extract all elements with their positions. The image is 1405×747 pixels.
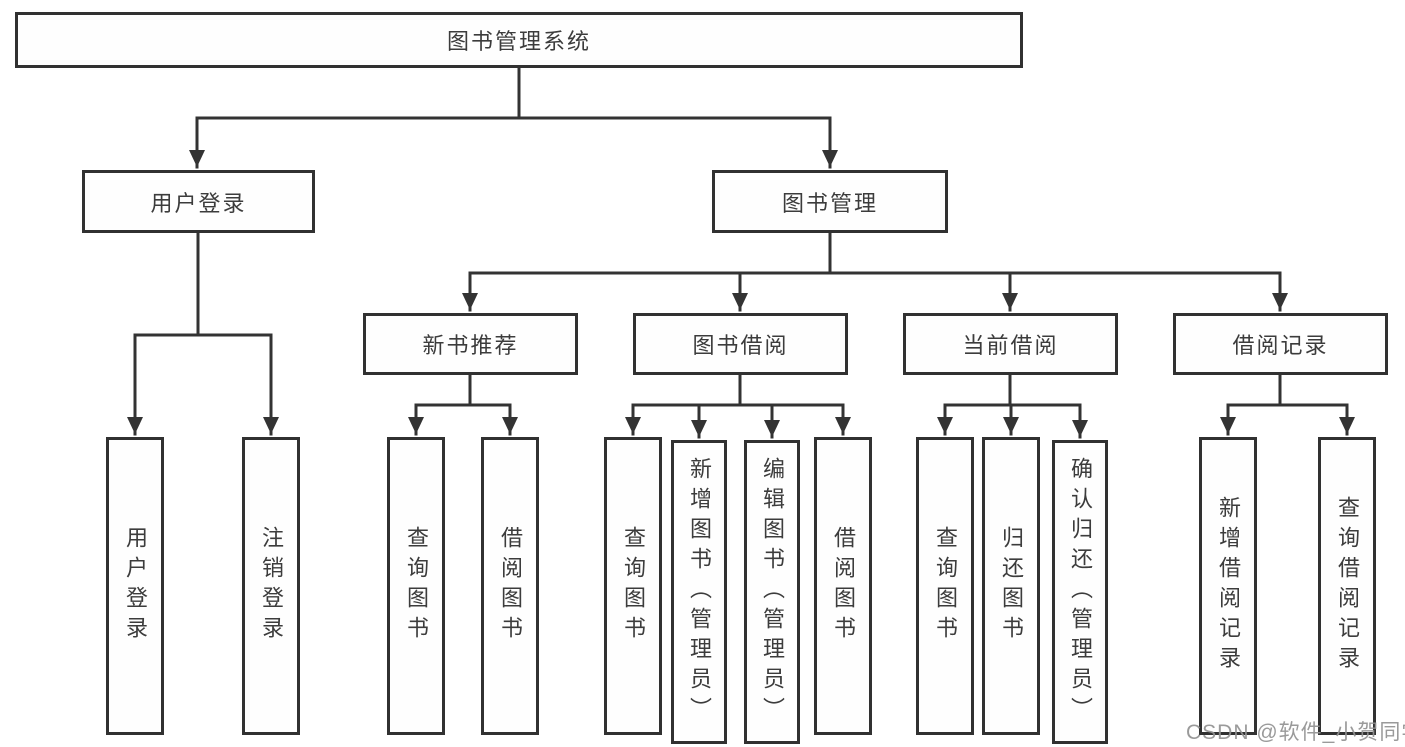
leaf-bw-add-book-admin-label: 新增图书（管理员）	[687, 457, 712, 727]
leaf-rec-add-record: 新增借阅记录	[1199, 437, 1257, 735]
leaf-cur-query-book-label: 查询图书	[933, 526, 958, 646]
csdn-watermark: CSDN @软件_小贺同学	[1186, 721, 1405, 744]
leaf-bw-add-book-admin: 新增图书（管理员）	[671, 440, 727, 744]
node-borrow-records: 借阅记录	[1173, 313, 1388, 375]
leaf-rec-add-record-label: 新增借阅记录	[1216, 496, 1241, 676]
node-current-borrow-label: 当前借阅	[962, 333, 1059, 358]
node-book-management-label: 图书管理	[781, 190, 878, 216]
leaf-logout: 注销登录	[242, 437, 300, 735]
leaf-nb-query-book: 查询图书	[387, 437, 445, 735]
leaf-rec-query-record-label: 查询借阅记录	[1335, 496, 1360, 676]
leaf-cur-return-book-label: 归还图书	[999, 526, 1024, 646]
node-book-borrow: 图书借阅	[633, 313, 848, 375]
leaf-cur-confirm-return-admin: 确认归还（管理员）	[1052, 440, 1108, 744]
node-borrow-records-label: 借阅记录	[1232, 333, 1329, 358]
leaf-user-login: 用户登录	[106, 437, 164, 735]
leaf-user-login-label: 用户登录	[123, 526, 148, 646]
node-user-login-label: 用户登录	[150, 190, 247, 216]
leaf-bw-query-book: 查询图书	[604, 437, 662, 735]
node-current-borrow: 当前借阅	[903, 313, 1118, 375]
leaf-cur-return-book: 归还图书	[982, 437, 1040, 735]
leaf-bw-borrow-book-label: 借阅图书	[831, 526, 856, 646]
node-book-management: 图书管理	[712, 170, 948, 233]
node-book-borrow-label: 图书借阅	[692, 333, 789, 358]
leaf-bw-query-book-label: 查询图书	[621, 526, 646, 646]
leaf-logout-label: 注销登录	[259, 526, 284, 646]
leaf-cur-confirm-return-admin-label: 确认归还（管理员）	[1068, 457, 1093, 727]
leaf-nb-borrow-book-label: 借阅图书	[498, 526, 523, 646]
leaf-rec-query-record: 查询借阅记录	[1318, 437, 1376, 735]
leaf-bw-edit-book-admin-label: 编辑图书（管理员）	[760, 457, 785, 727]
node-new-book-recommend: 新书推荐	[363, 313, 578, 375]
node-root: 图书管理系统	[15, 12, 1023, 68]
node-new-book-recommend-label: 新书推荐	[422, 333, 519, 358]
node-root-label: 图书管理系统	[446, 29, 591, 54]
node-user-login: 用户登录	[82, 170, 315, 233]
leaf-bw-edit-book-admin: 编辑图书（管理员）	[744, 440, 800, 744]
leaf-cur-query-book: 查询图书	[916, 437, 974, 735]
leaf-bw-borrow-book: 借阅图书	[814, 437, 872, 735]
leaf-nb-query-book-label: 查询图书	[404, 526, 429, 646]
leaf-nb-borrow-book: 借阅图书	[481, 437, 539, 735]
